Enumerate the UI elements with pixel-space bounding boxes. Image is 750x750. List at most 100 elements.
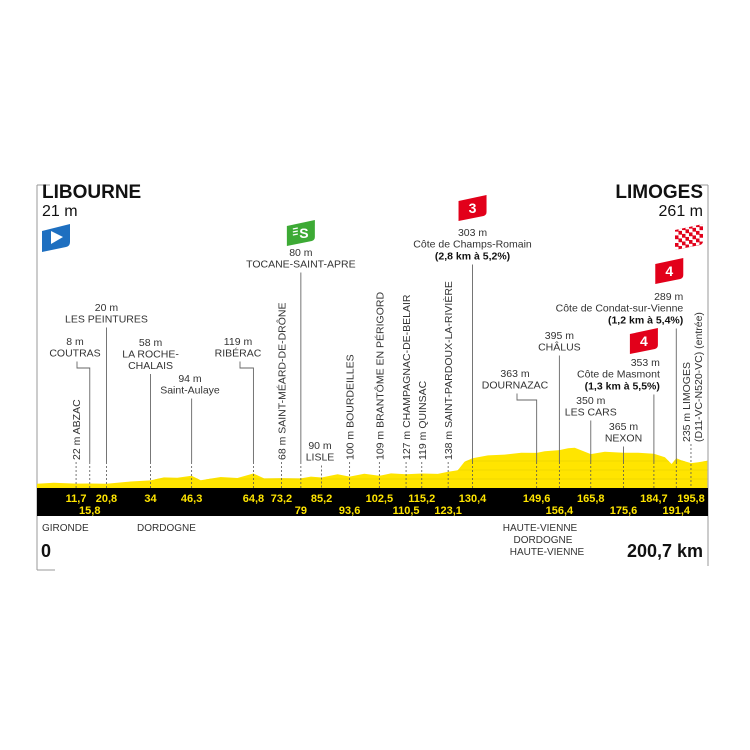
point-name: ABZAC bbox=[71, 399, 83, 437]
km-label: 79 bbox=[295, 505, 307, 517]
route-point: 119 m QUINSAC bbox=[417, 380, 429, 488]
point-label: 235 m LIMOGES bbox=[681, 362, 693, 442]
km-label: 165,8 bbox=[577, 493, 605, 505]
point-elevation: 395 m bbox=[545, 330, 574, 342]
leader-line bbox=[516, 393, 538, 462]
point-elevation: 58 m bbox=[139, 337, 163, 349]
km-label: 15,8 bbox=[79, 505, 100, 517]
climb-category: 4 bbox=[665, 263, 673, 279]
km-label: 123,1 bbox=[434, 505, 462, 517]
climb-category: 4 bbox=[640, 333, 648, 349]
point-name: Côte de Champs-Romain bbox=[413, 239, 532, 251]
route-point: 22 m ABZAC bbox=[71, 399, 83, 488]
point-label: 127 m CHAMPAGNAC-DE-BELAIR bbox=[401, 294, 413, 460]
km-label: 11,7 bbox=[66, 493, 87, 505]
distance-start: 0 bbox=[41, 541, 51, 561]
km-label: 175,6 bbox=[610, 505, 638, 517]
point-name: RIBÉRAC bbox=[215, 347, 262, 360]
leader-line bbox=[239, 361, 254, 462]
point-elevation: 353 m bbox=[631, 357, 660, 369]
point-name: TOCANE-SAINT-APRE bbox=[246, 259, 356, 271]
point-name: Côte de Masmont bbox=[577, 369, 660, 381]
point-elevation: 90 m bbox=[308, 440, 332, 452]
route-point: 68 m SAINT-MÉARD-DE-DRÔNE bbox=[275, 302, 288, 488]
km-label: 110,5 bbox=[393, 505, 420, 517]
start-city: LIBOURNE bbox=[42, 182, 141, 203]
point-elevation: 119 m bbox=[417, 431, 429, 460]
point-name: NEXON bbox=[605, 433, 642, 445]
point-name: LIMOGES bbox=[681, 362, 693, 413]
point-elevation: 100 m bbox=[345, 431, 357, 460]
point-name: BRANTÔME EN PÉRIGORD bbox=[373, 292, 386, 431]
point-elevation: 20 m bbox=[95, 302, 119, 314]
distance-total: 200,7 km bbox=[627, 541, 703, 561]
route-point: 127 m CHAMPAGNAC-DE-BELAIR bbox=[401, 294, 413, 488]
department-label: GIRONDE bbox=[42, 523, 89, 534]
route-point: 58 mLA ROCHE-CHALAIS bbox=[122, 337, 179, 488]
route-point: 100 m BOURDEILLES bbox=[345, 354, 357, 488]
point-name: LES PEINTURES bbox=[65, 314, 148, 326]
point-elevation: 363 m bbox=[500, 368, 529, 380]
climb-detail: (2,8 km à 5,2%) bbox=[435, 251, 510, 263]
route-point: 109 m BRANTÔME EN PÉRIGORD bbox=[373, 292, 386, 488]
km-label: 34 bbox=[144, 493, 157, 505]
route-point: 235 m LIMOGES(D11-VC-N520-VC) (entrée) bbox=[681, 312, 705, 488]
point-label: 100 m BOURDEILLES bbox=[345, 354, 357, 460]
climb-detail: (1,2 km à 5,4%) bbox=[608, 315, 683, 327]
km-label: 64,8 bbox=[243, 493, 264, 505]
sprint-icon: S bbox=[286, 220, 315, 246]
point-elevation: 94 m bbox=[178, 373, 202, 385]
point-name: QUINSAC bbox=[417, 380, 429, 431]
point-name: CHAMPAGNAC-DE-BELAIR bbox=[401, 294, 413, 431]
finish-elevation: 261 m bbox=[659, 203, 703, 220]
point-elevation: 109 m bbox=[374, 431, 386, 460]
km-label: 85,2 bbox=[311, 493, 332, 505]
route-point: 138 m SAINT-PARDOUX-LA-RIVIÈRE bbox=[442, 281, 455, 488]
climb-detail: (1,3 km à 5,5%) bbox=[585, 381, 660, 393]
point-label: 22 m ABZAC bbox=[71, 399, 83, 460]
point-label: 109 m BRANTÔME EN PÉRIGORD bbox=[373, 292, 386, 460]
point-name: LA ROCHE- bbox=[122, 349, 179, 361]
point-name: SAINT-MÉARD-DE-DRÔNE bbox=[275, 302, 288, 436]
km-label: 184,7 bbox=[640, 493, 668, 505]
point-elevation: 8 m bbox=[66, 336, 84, 348]
department-label: HAUTE-VIENNE bbox=[503, 523, 578, 534]
elevation-profile-area bbox=[37, 447, 708, 488]
point-elevation: 119 m bbox=[224, 336, 253, 348]
point-elevation: 22 m bbox=[71, 436, 83, 460]
point-label: 119 m QUINSAC bbox=[417, 380, 429, 460]
point-elevation: 235 m bbox=[681, 413, 693, 442]
point-elevation: 365 m bbox=[609, 421, 638, 433]
point-name: Saint-Aulaye bbox=[160, 385, 220, 397]
department-label: HAUTE-VIENNE bbox=[510, 547, 585, 558]
point-elevation: 138 m bbox=[443, 431, 455, 460]
km-label: 195,8 bbox=[677, 493, 705, 505]
department-label: DORDOGNE bbox=[514, 535, 573, 546]
start-flag-icon bbox=[42, 224, 70, 252]
point-name: SAINT-PARDOUX-LA-RIVIÈRE bbox=[442, 281, 455, 431]
km-label: 20,8 bbox=[96, 493, 117, 505]
point-elevation: 80 m bbox=[289, 247, 313, 259]
km-label: 156,4 bbox=[546, 505, 574, 517]
km-band bbox=[37, 488, 708, 516]
km-label: 46,3 bbox=[181, 493, 202, 505]
km-label: 191,4 bbox=[663, 505, 691, 517]
point-elevation: 127 m bbox=[401, 431, 413, 460]
finish-city: LIMOGES bbox=[615, 182, 703, 203]
point-name: LES CARS bbox=[565, 407, 617, 419]
point-elevation: 289 m bbox=[654, 291, 683, 303]
point-label: 138 m SAINT-PARDOUX-LA-RIVIÈRE bbox=[442, 281, 455, 460]
point-name: Côte de Condat-sur-Vienne bbox=[556, 303, 684, 315]
point-name: COUTRAS bbox=[49, 348, 100, 360]
